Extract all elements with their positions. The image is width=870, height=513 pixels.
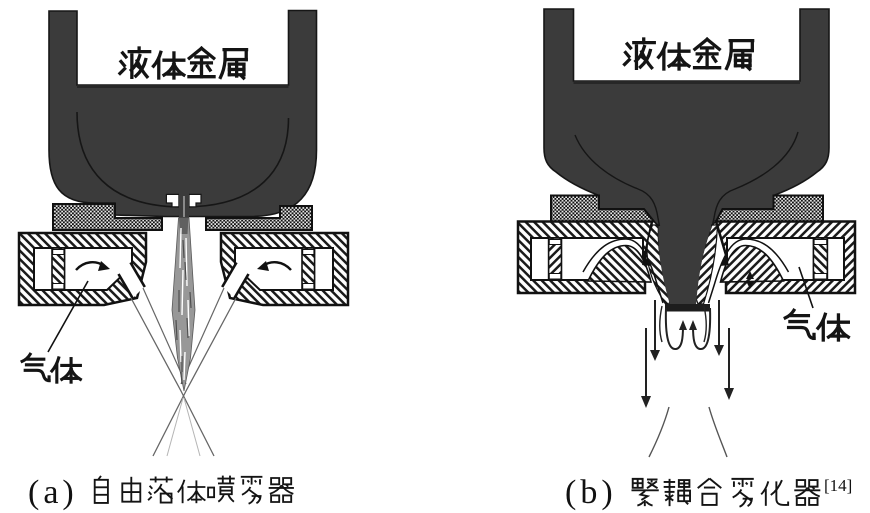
svg-text:(b): (b)	[565, 474, 617, 511]
svg-text:(a): (a)	[28, 474, 78, 511]
svg-text:[14]: [14]	[824, 476, 852, 495]
